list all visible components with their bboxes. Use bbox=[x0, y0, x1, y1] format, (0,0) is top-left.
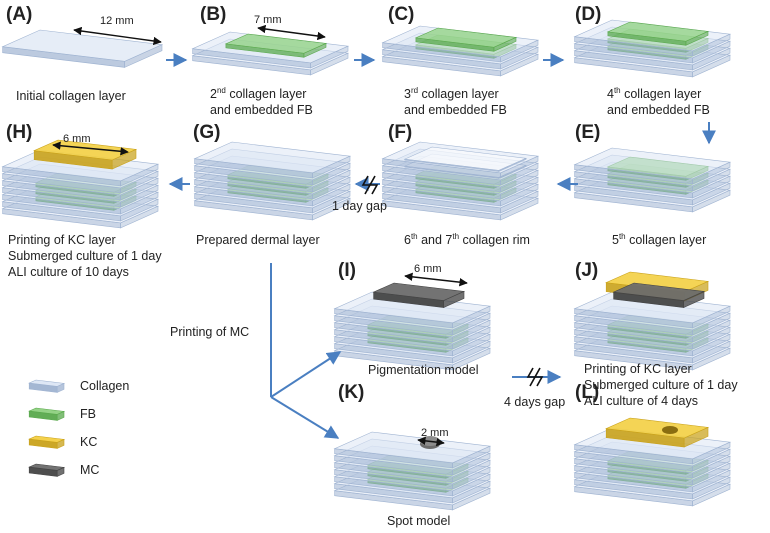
dimension-h: 6 mm bbox=[63, 133, 91, 145]
caption-i: Pigmentation model bbox=[368, 363, 478, 377]
dimension-a: 12 mm bbox=[100, 15, 134, 27]
caption-c-line1: 3rd collagen layer bbox=[404, 86, 499, 101]
dimension-arrow-b bbox=[257, 24, 326, 41]
panel-label-g: (G) bbox=[193, 122, 220, 143]
collagen-layer bbox=[1, 29, 164, 68]
caption-c-line2: and embedded FB bbox=[404, 103, 507, 117]
arrow-to-spot-model bbox=[270, 396, 340, 439]
legend-label-kc: KC bbox=[80, 435, 97, 449]
panel-label-i: (I) bbox=[338, 260, 356, 281]
dimension-arrow-i bbox=[404, 272, 468, 287]
printing-mc-label: Printing of MC bbox=[170, 325, 249, 339]
panel-label-k: (K) bbox=[338, 382, 364, 403]
legend-swatch-mc bbox=[28, 463, 66, 477]
collagen-layer bbox=[573, 291, 732, 329]
caption-a: Initial collagen layer bbox=[16, 89, 126, 103]
panel-a-illustration bbox=[1, 29, 164, 68]
caption-d-line1: 4th collagen layer bbox=[607, 86, 701, 101]
legend-swatch-collagen bbox=[28, 379, 66, 393]
caption-j-line1: Printing of KC layer bbox=[584, 362, 692, 376]
collagen-layer bbox=[573, 147, 732, 185]
gap-label-fg: 1 day gap bbox=[332, 199, 387, 213]
caption-b-line2: and embedded FB bbox=[210, 103, 313, 117]
panel-label-e: (E) bbox=[575, 122, 600, 143]
dimension-i: 6 mm bbox=[414, 263, 442, 275]
break-icon-ij bbox=[526, 367, 544, 387]
fb-layer bbox=[414, 27, 518, 52]
panel-c-illustration bbox=[381, 25, 540, 77]
panel-h-illustration bbox=[1, 139, 160, 229]
panel-d-illustration bbox=[573, 19, 732, 78]
caption-f: 6th and 7th collagen rim bbox=[404, 232, 530, 247]
legend-label-mc: MC bbox=[80, 463, 99, 477]
panel-label-c: (C) bbox=[388, 4, 414, 25]
caption-h-line1: Printing of KC layer bbox=[8, 233, 116, 247]
panel-g-illustration bbox=[193, 141, 352, 221]
panel-l-illustration bbox=[573, 417, 732, 507]
dimension-arrow-k bbox=[417, 436, 445, 447]
panel-j-illustration bbox=[573, 271, 732, 371]
collagen-rim-interior bbox=[403, 146, 528, 172]
legend-swatch-kc bbox=[28, 435, 66, 449]
fb-layer bbox=[606, 21, 710, 46]
legend-label-fb: FB bbox=[80, 407, 96, 421]
caption-h-line3: ALI culture of 10 days bbox=[8, 265, 129, 279]
caption-b-line1: 2nd collagen layer bbox=[210, 86, 306, 101]
panel-label-h: (H) bbox=[6, 122, 32, 143]
break-icon-fg bbox=[361, 175, 379, 195]
panel-label-d: (D) bbox=[575, 4, 601, 25]
panel-label-j: (J) bbox=[575, 260, 598, 281]
kc-layer bbox=[605, 417, 710, 448]
mc-layer bbox=[612, 282, 706, 308]
dimension-arrow-a bbox=[73, 26, 162, 46]
gap-label-ij: 4 days gap bbox=[504, 395, 565, 409]
collagen-layer bbox=[333, 431, 492, 469]
panel-label-l: (L) bbox=[575, 382, 599, 403]
caption-k: Spot model bbox=[387, 514, 450, 528]
mc-layer bbox=[372, 282, 466, 308]
arrow-to-pigmentation-model bbox=[270, 351, 342, 398]
legend-label-collagen: Collagen bbox=[80, 379, 129, 393]
caption-d-line2: and embedded FB bbox=[607, 103, 710, 117]
caption-g: Prepared dermal layer bbox=[196, 233, 320, 247]
legend-swatch-fb bbox=[28, 407, 66, 421]
panel-k-illustration bbox=[333, 431, 492, 511]
dimension-b: 7 mm bbox=[254, 14, 282, 26]
panel-label-f: (F) bbox=[388, 122, 412, 143]
dimension-arrow-h bbox=[52, 141, 129, 156]
collagen-layer bbox=[193, 141, 352, 179]
panel-i-illustration bbox=[333, 282, 492, 371]
panel-b-illustration bbox=[191, 31, 350, 76]
panel-f-illustration bbox=[381, 141, 540, 221]
dimension-k: 2 mm bbox=[421, 427, 449, 439]
mc-spot-under-kc bbox=[662, 426, 678, 434]
panel-label-a: (A) bbox=[6, 4, 32, 25]
panel-label-b: (B) bbox=[200, 4, 226, 25]
caption-h-line2: Submerged culture of 1 day bbox=[8, 249, 162, 263]
caption-e: 5th collagen layer bbox=[612, 232, 706, 247]
caption-j-line2: Submerged culture of 1 day bbox=[584, 378, 738, 392]
panel-e-illustration bbox=[573, 147, 732, 213]
fb-layer bbox=[224, 33, 328, 58]
caption-j-line3: ALI culture of 4 days bbox=[584, 394, 698, 408]
